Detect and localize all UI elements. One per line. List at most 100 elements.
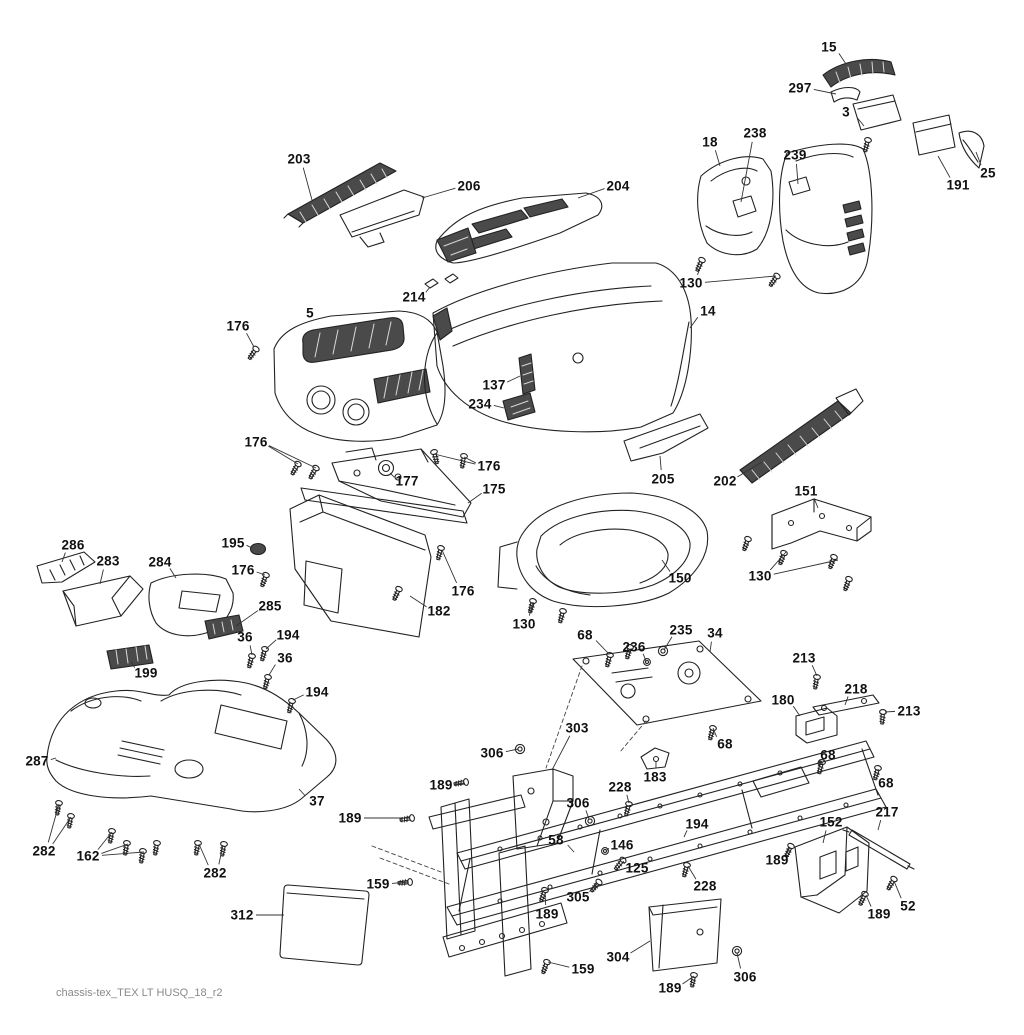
part-label-282: 282 — [203, 865, 227, 881]
part-label-18: 18 — [702, 134, 718, 150]
part-label-205: 205 — [651, 471, 675, 487]
part-label-150: 150 — [668, 570, 692, 586]
drawing-number: chassis-tex_TEX LT HUSQ_18_r2 — [56, 987, 223, 999]
part-label-37: 37 — [309, 793, 325, 809]
part-137-trim — [518, 353, 536, 395]
part-label-189: 189 — [765, 852, 789, 868]
part-label-287: 287 — [25, 753, 49, 769]
part-label-177: 177 — [395, 473, 419, 489]
part-label-36: 36 — [237, 629, 253, 645]
part-label-284: 284 — [148, 554, 172, 570]
part-182-dash-lower — [289, 494, 432, 638]
part-217-rod — [842, 829, 915, 870]
part-206-bracket — [339, 189, 425, 248]
part-203-grille-strip — [283, 162, 397, 228]
part-152-guard — [794, 826, 870, 914]
part-label-218: 218 — [844, 681, 868, 697]
part-label-195: 195 — [221, 535, 245, 551]
part-label-159: 159 — [366, 876, 390, 892]
part-label-130: 130 — [512, 616, 536, 632]
part-label-306: 306 — [566, 795, 590, 811]
part-label-176: 176 — [231, 562, 255, 578]
part-150-fender-bowl — [497, 492, 709, 608]
part-label-3: 3 — [842, 104, 850, 120]
part-177-grommet — [377, 459, 395, 477]
part-183-clip — [640, 747, 670, 770]
part-label-152: 152 — [819, 814, 843, 830]
part-175-support — [300, 447, 472, 524]
part-238-housing — [778, 143, 873, 295]
part-label-304: 304 — [606, 949, 630, 965]
part-285-bracket — [204, 614, 244, 640]
part-label-25: 25 — [980, 165, 996, 181]
part-label-213: 213 — [792, 650, 816, 666]
part-15-strip — [822, 59, 896, 88]
part-label-189: 189 — [429, 777, 453, 793]
part-label-239: 239 — [783, 147, 807, 163]
part-label-204: 204 — [606, 178, 630, 194]
part-14-hood-shell — [432, 262, 692, 433]
part-37-fender — [46, 679, 337, 813]
part-label-236: 236 — [622, 639, 646, 655]
part-label-176: 176 — [477, 458, 501, 474]
part-label-306: 306 — [480, 745, 504, 761]
part-151-bracket — [771, 498, 872, 550]
part-34-seat-plate — [545, 640, 762, 769]
part-label-189: 189 — [338, 810, 362, 826]
part-label-14: 14 — [700, 303, 716, 319]
part-205-lower-grille — [623, 413, 709, 462]
part-label-194: 194 — [276, 627, 300, 643]
part-label-285: 285 — [258, 598, 282, 614]
part-label-189: 189 — [535, 906, 559, 922]
part-label-176: 176 — [244, 434, 268, 450]
part-25-flap — [958, 130, 985, 169]
part-label-199: 199 — [134, 665, 158, 681]
part-label-5: 5 — [306, 305, 314, 321]
part-283-panel — [62, 575, 144, 627]
part-239-clip — [788, 176, 811, 196]
part-label-202: 202 — [713, 473, 737, 489]
part-label-283: 283 — [96, 553, 120, 569]
part-label-217: 217 — [875, 804, 899, 820]
part-18-dash-panel — [697, 156, 774, 256]
part-199-plate — [106, 644, 154, 670]
part-label-34: 34 — [707, 625, 723, 641]
part-label-137: 137 — [482, 377, 506, 393]
part-label-305: 305 — [566, 889, 590, 905]
part-label-130: 130 — [748, 568, 772, 584]
part-label-282: 282 — [32, 843, 56, 859]
part-label-228: 228 — [693, 878, 717, 894]
part-234-trim — [502, 392, 536, 421]
part-label-68: 68 — [878, 775, 894, 791]
part-label-58: 58 — [548, 832, 564, 848]
part-label-286: 286 — [61, 537, 85, 553]
part-label-206: 206 — [457, 178, 481, 194]
part-label-228: 228 — [608, 779, 632, 795]
part-label-194: 194 — [305, 684, 329, 700]
part-label-36: 36 — [277, 650, 293, 666]
part-label-183: 183 — [643, 769, 667, 785]
part-312-panel — [279, 884, 370, 966]
part-204-hood-vent — [435, 192, 603, 264]
part-195-cap — [249, 542, 267, 556]
part-label-68: 68 — [820, 747, 836, 763]
part-286-trim — [36, 551, 96, 584]
part-label-194: 194 — [685, 816, 709, 832]
part-label-180: 180 — [771, 692, 795, 708]
part-297-trim — [830, 86, 861, 103]
part-304-panel — [648, 898, 722, 972]
part-label-176: 176 — [451, 583, 475, 599]
part-label-203: 203 — [287, 151, 311, 167]
part-label-175: 175 — [482, 481, 506, 497]
part-284-panel — [148, 573, 234, 637]
part-label-68: 68 — [717, 736, 733, 752]
part-218-bar — [812, 694, 880, 716]
part-label-52: 52 — [900, 898, 916, 914]
part-label-238: 238 — [743, 125, 767, 141]
part-label-213: 213 — [897, 703, 921, 719]
part-label-15: 15 — [821, 39, 837, 55]
part-label-191: 191 — [946, 177, 970, 193]
part-label-146: 146 — [610, 837, 634, 853]
part-label-68: 68 — [577, 627, 593, 643]
